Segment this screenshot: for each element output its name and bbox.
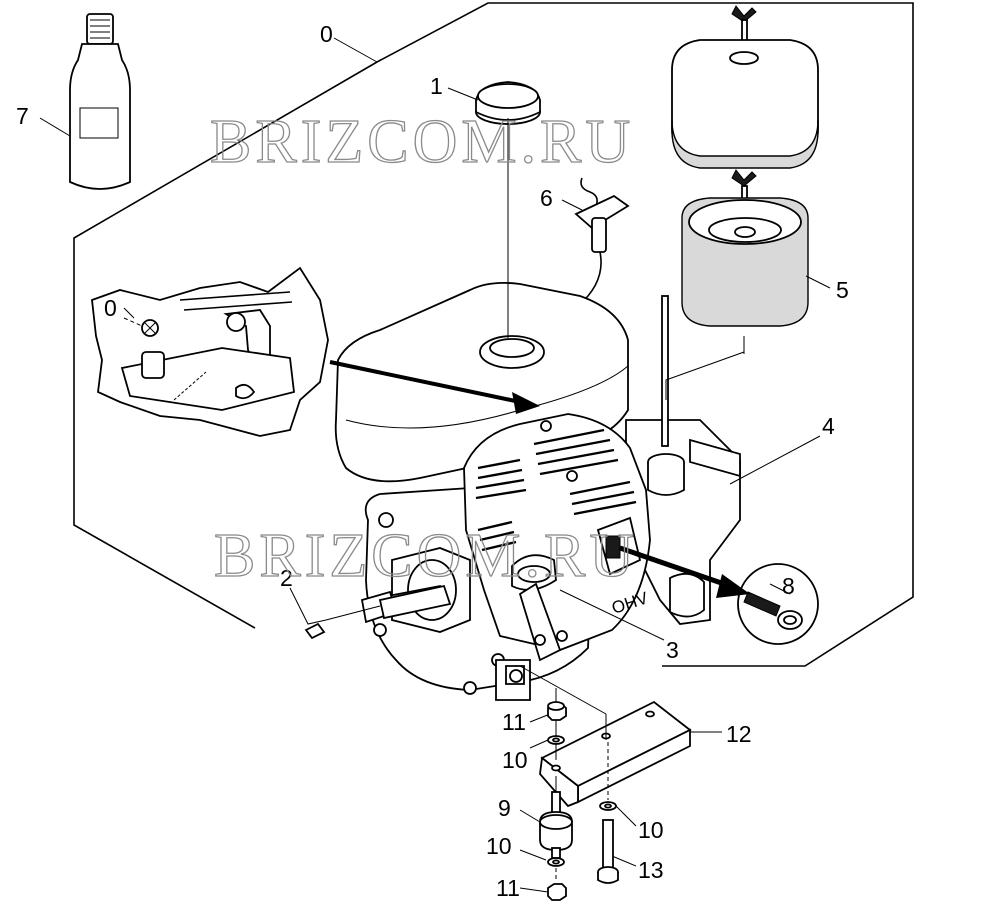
hardware-stack (539, 701, 619, 901)
air-filter-element (681, 169, 809, 327)
callout-6: 6 (540, 185, 553, 211)
callout-0: 0 (320, 21, 333, 47)
watermark-middle: BRIZCOM.RU (214, 522, 638, 590)
callout-7: 7 (16, 103, 29, 129)
callout-11-upper: 11 (502, 709, 526, 735)
callout-10-right: 10 (638, 817, 664, 843)
inset-detail (91, 266, 329, 437)
callout-5: 5 (836, 277, 849, 303)
bolt-detail (737, 563, 819, 645)
callout-1: 1 (430, 73, 443, 99)
callout-2: 2 (280, 565, 293, 591)
callout-0-inset: 0 (104, 295, 117, 321)
callout-labels: 0 0 1 2 3 4 5 6 7 8 9 10 10 10 11 11 12 … (16, 21, 849, 901)
callout-8: 8 (782, 573, 795, 599)
crankshaft (304, 584, 452, 640)
watermark-top: BRIZCOM.RU (210, 108, 634, 176)
carburetor-assembly (625, 295, 741, 625)
callout-9: 9 (498, 795, 511, 821)
leader-lines (39, 37, 831, 893)
choke-handle (574, 177, 630, 307)
callout-3: 3 (666, 637, 679, 663)
callout-11-lower: 11 (496, 875, 520, 901)
mounting-bracket (539, 700, 692, 808)
air-filter-cover (671, 5, 819, 169)
callout-13: 13 (638, 857, 664, 883)
callout-12: 12 (726, 721, 752, 747)
oil-bottle (69, 13, 131, 190)
recoil-starter-housing: OHV (463, 413, 651, 662)
detail-arrows (329, 360, 750, 598)
assembly-boundary (376, 2, 914, 667)
fuel-cap (475, 81, 541, 125)
callout-4: 4 (822, 413, 835, 439)
callout-10-lower-left: 10 (486, 833, 512, 859)
callout-10-upper: 10 (502, 747, 528, 773)
assembly-boundary-left (73, 61, 378, 629)
